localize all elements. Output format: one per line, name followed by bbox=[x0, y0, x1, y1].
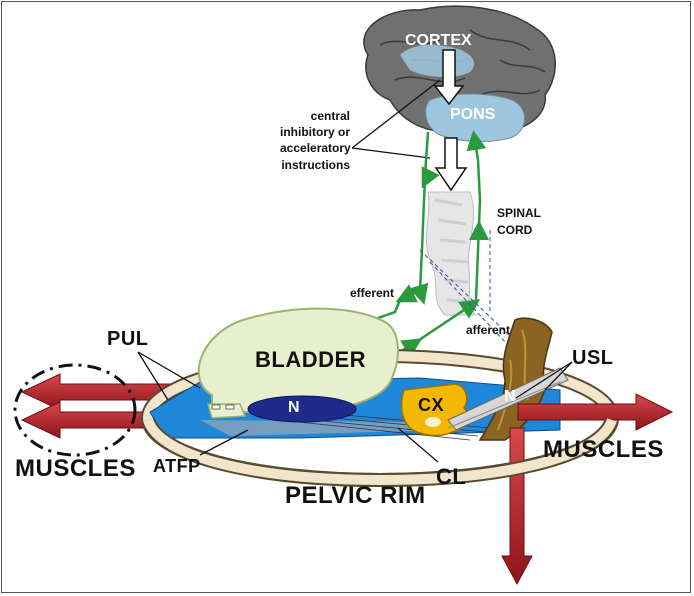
label-pointer-lines bbox=[137, 351, 573, 463]
bladder-label: BLADDER bbox=[255, 347, 367, 372]
central-command-arrows bbox=[433, 49, 468, 192]
muscles-right-label: MUSCLES bbox=[543, 436, 664, 463]
usl-label: USL bbox=[572, 347, 614, 369]
cl-label: CL bbox=[436, 464, 467, 489]
rectum-nerve-label: N bbox=[504, 388, 516, 405]
bladder-nerve-label: N bbox=[288, 399, 300, 416]
instruction-pointer-lines bbox=[351, 79, 441, 159]
efferent-label: efferent bbox=[350, 286, 395, 300]
afferent-label: afferent bbox=[466, 323, 511, 337]
pul-label: PUL bbox=[107, 328, 149, 350]
muscles-left-label: MUSCLES bbox=[15, 455, 136, 482]
pons-label: PONS bbox=[450, 106, 496, 123]
pelvic-rim-label: PELVIC RIM bbox=[285, 482, 426, 509]
cortex-label: CORTEX bbox=[405, 32, 472, 49]
bladder-nerve-nucleus bbox=[247, 395, 357, 423]
cervix-label: CX bbox=[418, 395, 445, 415]
spinal-cord-label: SPINAL CORD bbox=[497, 206, 542, 237]
central-instructions-label: central inhibitory or acceleratory instr… bbox=[280, 109, 351, 172]
right-muscle-arrows bbox=[501, 393, 674, 586]
atfp-label: ATFP bbox=[153, 456, 201, 476]
spinal-cord bbox=[426, 191, 476, 316]
muscle-highlight-circle bbox=[13, 363, 137, 457]
